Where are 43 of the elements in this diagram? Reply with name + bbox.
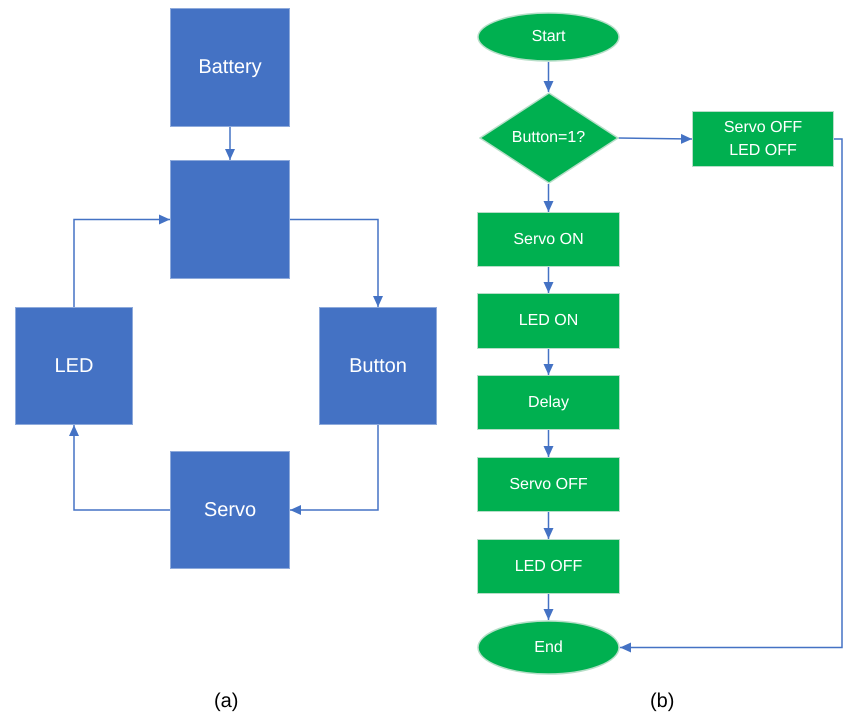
block-box: [15, 307, 133, 425]
node-label: LED OFF: [514, 556, 582, 577]
block-box: [170, 8, 290, 127]
terminal-ellipse: [477, 12, 620, 62]
node-label: End: [534, 638, 563, 658]
node-label: Battery: [198, 55, 262, 80]
process-box: [477, 457, 620, 512]
terminal-ellipse: [477, 620, 620, 675]
arrow: [544, 62, 554, 92]
node-label: Servo: [204, 498, 256, 522]
block-box: [170, 451, 290, 569]
node-label: LED ON: [518, 311, 578, 332]
block-box: [170, 160, 290, 279]
node-label: Delay: [528, 392, 569, 413]
arrow: [73, 214, 170, 307]
node-label: LED: [54, 354, 94, 378]
process-box: [477, 539, 620, 594]
process-box: [477, 212, 620, 267]
decision-diamond: [478, 92, 618, 184]
node-label: Servo ON: [513, 230, 584, 250]
arrow: [225, 127, 235, 160]
node-label: Servo OFF LED OFF: [722, 118, 804, 161]
arrow: [544, 184, 554, 212]
arrow: [69, 425, 170, 511]
arrow: [290, 218, 383, 307]
process-box: [477, 293, 620, 349]
arrow: [290, 425, 379, 515]
node-label: Button: [349, 354, 407, 378]
node-label: Servo OFF: [509, 474, 588, 495]
arrow: [544, 594, 554, 620]
node-label: Start: [532, 27, 566, 48]
panel-label: (a): [214, 690, 238, 713]
arrow: [544, 512, 554, 539]
block-box: [319, 307, 437, 425]
arrow: [544, 430, 554, 457]
process-box: [692, 111, 834, 167]
panel-label: (b): [650, 690, 674, 713]
arrow: [618, 134, 692, 144]
process-box: [477, 375, 620, 430]
arrow: [544, 349, 554, 375]
arrow: [544, 267, 554, 293]
node-label: Button=1?: [512, 128, 586, 148]
arrow: [620, 138, 843, 652]
